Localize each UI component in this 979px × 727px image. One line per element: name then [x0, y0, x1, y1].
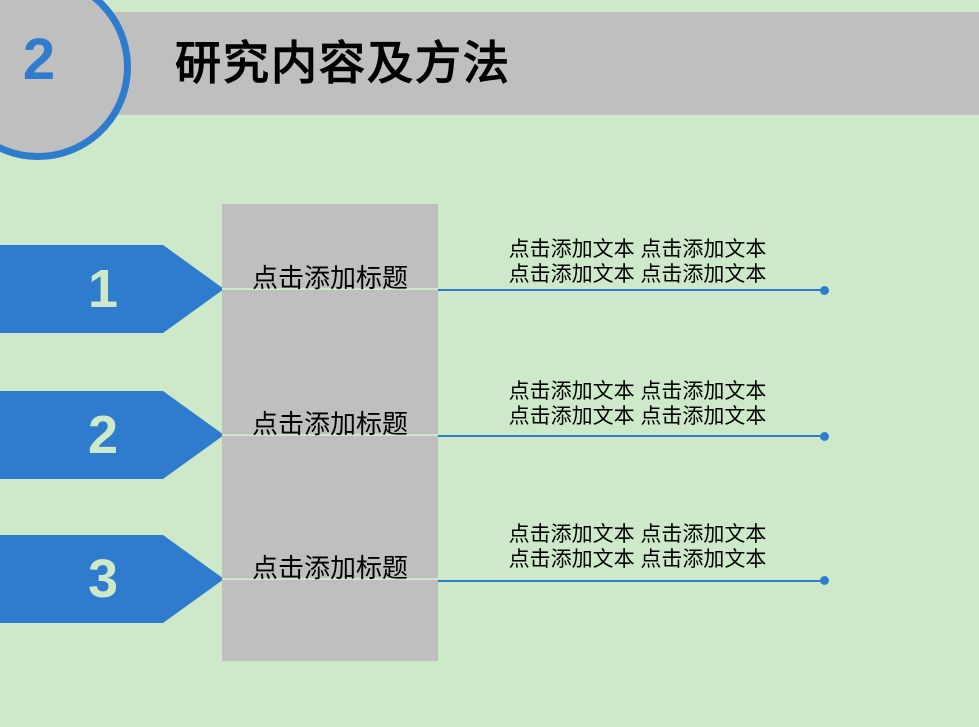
step-title-placeholder-1[interactable]: 点击添加标题 — [251, 263, 408, 293]
slide-title: 研究内容及方法 — [175, 37, 511, 89]
step-text-placeholder-2[interactable]: 点击添加文本 点击添加文本 点击添加文本 点击添加文本 — [470, 379, 805, 429]
connector-dot-3 — [820, 576, 829, 585]
step-text-line[interactable]: 点击添加文本 点击添加文本 — [508, 523, 767, 546]
header-bar: 研究内容及方法 — [110, 12, 979, 115]
step-arrow-3: 3 — [0, 535, 224, 623]
step-text-line[interactable]: 点击添加文本 点击添加文本 — [508, 238, 767, 261]
step-number-2: 2 — [87, 405, 119, 465]
step-arrow-2: 2 — [0, 391, 224, 479]
step-arrow-1: 1 — [0, 245, 224, 333]
step-divider-2 — [222, 434, 438, 436]
step-text-line[interactable]: 点击添加文本 点击添加文本 — [508, 263, 767, 286]
step-text-line[interactable]: 点击添加文本 点击添加文本 — [508, 380, 767, 403]
center-column — [222, 204, 438, 661]
connector-dot-1 — [820, 286, 829, 295]
step-divider-3 — [222, 578, 438, 580]
step-text-placeholder-1[interactable]: 点击添加文本 点击添加文本 点击添加文本 点击添加文本 — [470, 237, 805, 287]
step-title-placeholder-3[interactable]: 点击添加标题 — [251, 553, 408, 583]
connector-line-3 — [438, 580, 820, 582]
step-text-line[interactable]: 点击添加文本 点击添加文本 — [508, 405, 767, 428]
step-text-placeholder-3[interactable]: 点击添加文本 点击添加文本 点击添加文本 点击添加文本 — [470, 522, 805, 572]
connector-line-2 — [438, 435, 820, 437]
connector-line-1 — [438, 289, 820, 291]
chapter-circle-badge — [0, 0, 131, 160]
step-number-1: 1 — [87, 259, 119, 319]
chapter-number: 2 — [22, 27, 56, 92]
step-divider-1 — [222, 288, 438, 290]
connector-dot-2 — [820, 432, 829, 441]
step-title-placeholder-2[interactable]: 点击添加标题 — [251, 409, 408, 439]
step-text-line[interactable]: 点击添加文本 点击添加文本 — [508, 548, 767, 571]
step-number-3: 3 — [87, 549, 119, 609]
